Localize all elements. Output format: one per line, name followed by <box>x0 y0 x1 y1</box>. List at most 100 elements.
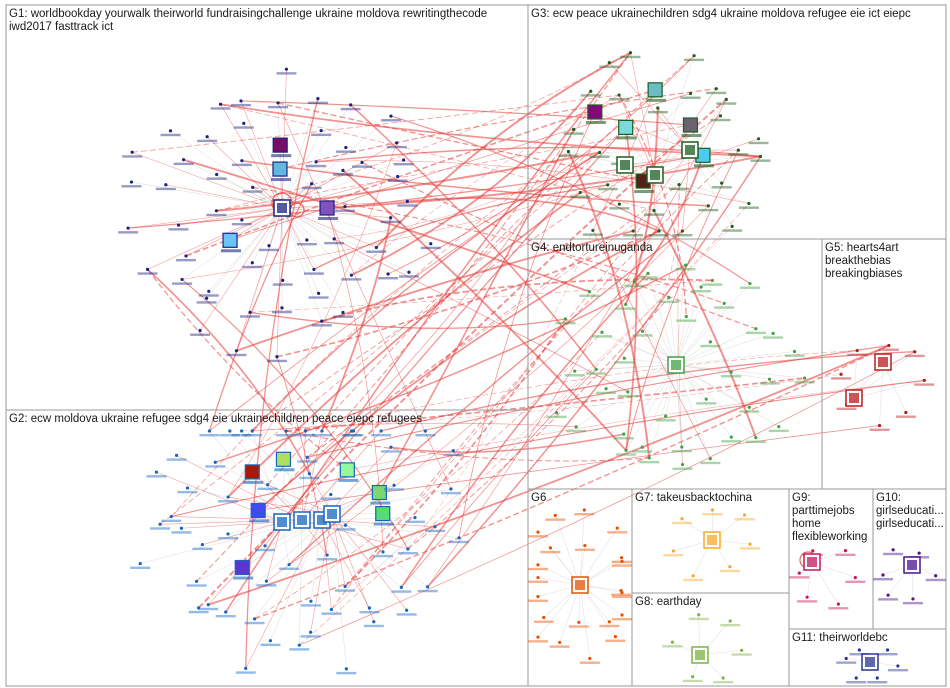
graph-node[interactable] <box>700 457 721 465</box>
graph-node[interactable] <box>647 106 668 114</box>
hub-node[interactable] <box>616 156 634 174</box>
graph-node[interactable] <box>528 635 548 643</box>
graph-node[interactable] <box>296 238 317 246</box>
hub-node[interactable] <box>646 166 664 184</box>
graph-node[interactable] <box>681 117 702 138</box>
graph-node[interactable] <box>683 574 704 582</box>
graph-node[interactable] <box>721 370 742 378</box>
graph-node[interactable] <box>691 285 712 293</box>
graph-node[interactable] <box>663 549 684 557</box>
graph-node[interactable] <box>589 150 610 158</box>
graph-node[interactable] <box>596 387 617 395</box>
graph-node[interactable] <box>171 526 192 534</box>
graph-node[interactable] <box>397 199 418 207</box>
graph-node[interactable] <box>306 160 327 168</box>
graph-node[interactable] <box>728 148 749 156</box>
graph-node[interactable] <box>700 340 721 348</box>
graph-node[interactable] <box>210 102 231 110</box>
graph-node[interactable] <box>570 190 591 198</box>
graph-node[interactable] <box>568 620 589 628</box>
graph-node[interactable] <box>177 486 198 494</box>
graph-node[interactable] <box>684 54 705 62</box>
graph-node[interactable] <box>295 429 316 437</box>
graph-node[interactable] <box>887 664 908 672</box>
graph-node[interactable] <box>415 429 436 437</box>
graph-node[interactable] <box>235 666 256 674</box>
graph-node[interactable] <box>317 553 338 561</box>
graph-node[interactable] <box>836 656 857 664</box>
graph-node[interactable] <box>380 445 401 453</box>
graph-node[interactable] <box>198 289 219 297</box>
graph-node[interactable] <box>242 185 263 193</box>
graph-node[interactable] <box>197 135 218 143</box>
graph-node[interactable] <box>425 525 446 533</box>
graph-node[interactable] <box>370 484 391 505</box>
graph-node[interactable] <box>351 160 372 168</box>
graph-node[interactable] <box>638 271 659 279</box>
graph-node[interactable] <box>335 145 356 153</box>
graph-node[interactable] <box>831 372 852 380</box>
graph-node[interactable] <box>318 200 339 221</box>
graph-node[interactable] <box>613 432 634 440</box>
graph-node[interactable] <box>597 183 618 191</box>
graph-node[interactable] <box>580 89 601 97</box>
graph-node[interactable] <box>270 161 291 182</box>
graph-node[interactable] <box>609 202 630 210</box>
graph-node[interactable] <box>274 451 295 472</box>
graph-node[interactable] <box>387 174 408 182</box>
graph-node[interactable] <box>649 229 670 237</box>
graph-node[interactable] <box>130 562 151 570</box>
graph-node[interactable] <box>160 129 181 137</box>
graph-node[interactable] <box>173 158 194 166</box>
graph-node[interactable] <box>789 571 810 579</box>
graph-node[interactable] <box>308 291 329 299</box>
graph-node[interactable] <box>289 643 310 651</box>
graph-node[interactable] <box>311 429 332 437</box>
graph-node[interactable] <box>259 244 280 252</box>
graph-node[interactable] <box>244 617 265 625</box>
graph-node[interactable] <box>702 278 723 286</box>
graph-node[interactable] <box>371 429 392 437</box>
graph-node[interactable] <box>231 159 252 167</box>
graph-node[interactable] <box>563 127 584 135</box>
graph-node[interactable] <box>720 619 741 627</box>
graph-node[interactable] <box>334 204 355 212</box>
graph-node[interactable] <box>206 209 227 217</box>
graph-node[interactable] <box>219 429 240 437</box>
graph-node[interactable] <box>719 565 740 573</box>
graph-node[interactable] <box>713 676 734 684</box>
graph-node[interactable] <box>205 460 226 468</box>
graph-node[interactable] <box>731 648 752 656</box>
graph-node[interactable] <box>904 350 925 358</box>
graph-node[interactable] <box>847 348 868 356</box>
hub-node[interactable] <box>293 511 311 529</box>
graph-node[interactable] <box>605 634 626 642</box>
graph-node[interactable] <box>612 559 632 567</box>
graph-node[interactable] <box>297 455 318 463</box>
graph-node[interactable] <box>301 182 322 190</box>
graph-node[interactable] <box>644 208 665 216</box>
graph-node[interactable] <box>748 137 769 145</box>
graph-node[interactable] <box>150 522 171 530</box>
hub-node[interactable] <box>845 389 863 407</box>
graph-node[interactable] <box>393 158 414 166</box>
graph-node[interactable] <box>616 119 637 140</box>
graph-node[interactable] <box>341 429 362 437</box>
graph-node[interactable] <box>226 349 247 357</box>
graph-node[interactable] <box>614 356 635 364</box>
graph-node[interactable] <box>528 575 548 583</box>
graph-node[interactable] <box>276 67 297 75</box>
graph-node[interactable] <box>620 51 641 59</box>
graph-node[interactable] <box>231 429 252 437</box>
graph-node[interactable] <box>196 296 217 304</box>
graph-node[interactable] <box>221 232 242 253</box>
graph-node[interactable] <box>121 180 142 188</box>
graph-node[interactable] <box>672 462 693 470</box>
graph-node[interactable] <box>199 429 220 437</box>
graph-node[interactable] <box>745 327 766 335</box>
graph-node[interactable] <box>363 620 384 628</box>
graph-node[interactable] <box>549 640 570 648</box>
graph-node[interactable] <box>257 483 278 491</box>
graph-node[interactable] <box>682 675 703 683</box>
graph-node[interactable] <box>671 445 692 453</box>
